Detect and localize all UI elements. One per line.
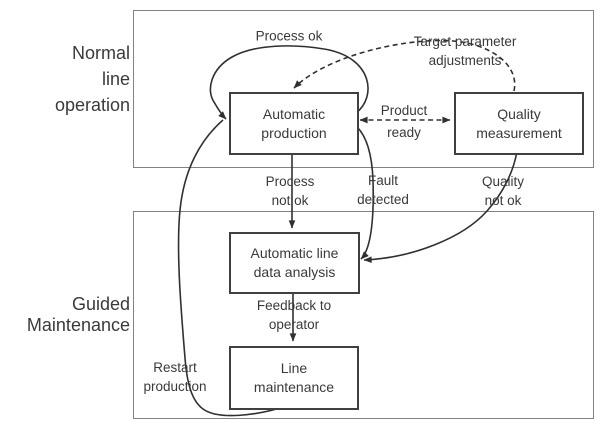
edge-restart-production-arrow: [177, 119, 288, 417]
region-label-guided-maintenance: Guided Maintenance: [26, 294, 130, 335]
node-line-maintenance: Line maintenance: [229, 346, 359, 410]
edge-quality-not-ok-arrow: [363, 150, 518, 264]
region-label-normal-line-operation: Normal line operation: [54, 43, 130, 115]
node-quality-measurement-label: Quality measurement: [476, 105, 562, 141]
edge-process-ok-arrow: [209, 45, 369, 120]
node-quality-measurement: Quality measurement: [454, 92, 584, 155]
region-guided-maintenance: [133, 211, 594, 419]
edge-fault-detected-arrow: [355, 125, 375, 260]
region-normal-line-operation: [133, 10, 594, 168]
edge-target-parameter-adjustments-arrow: [293, 39, 516, 92]
node-automatic-production: Automatic production: [229, 92, 359, 155]
node-automatic-production-label: Automatic production: [261, 105, 327, 141]
node-automatic-line-data-analysis: Automatic line data analysis: [229, 232, 360, 294]
node-automatic-line-data-analysis-label: Automatic line data analysis: [250, 245, 339, 280]
node-line-maintenance-label: Line maintenance: [253, 360, 335, 395]
